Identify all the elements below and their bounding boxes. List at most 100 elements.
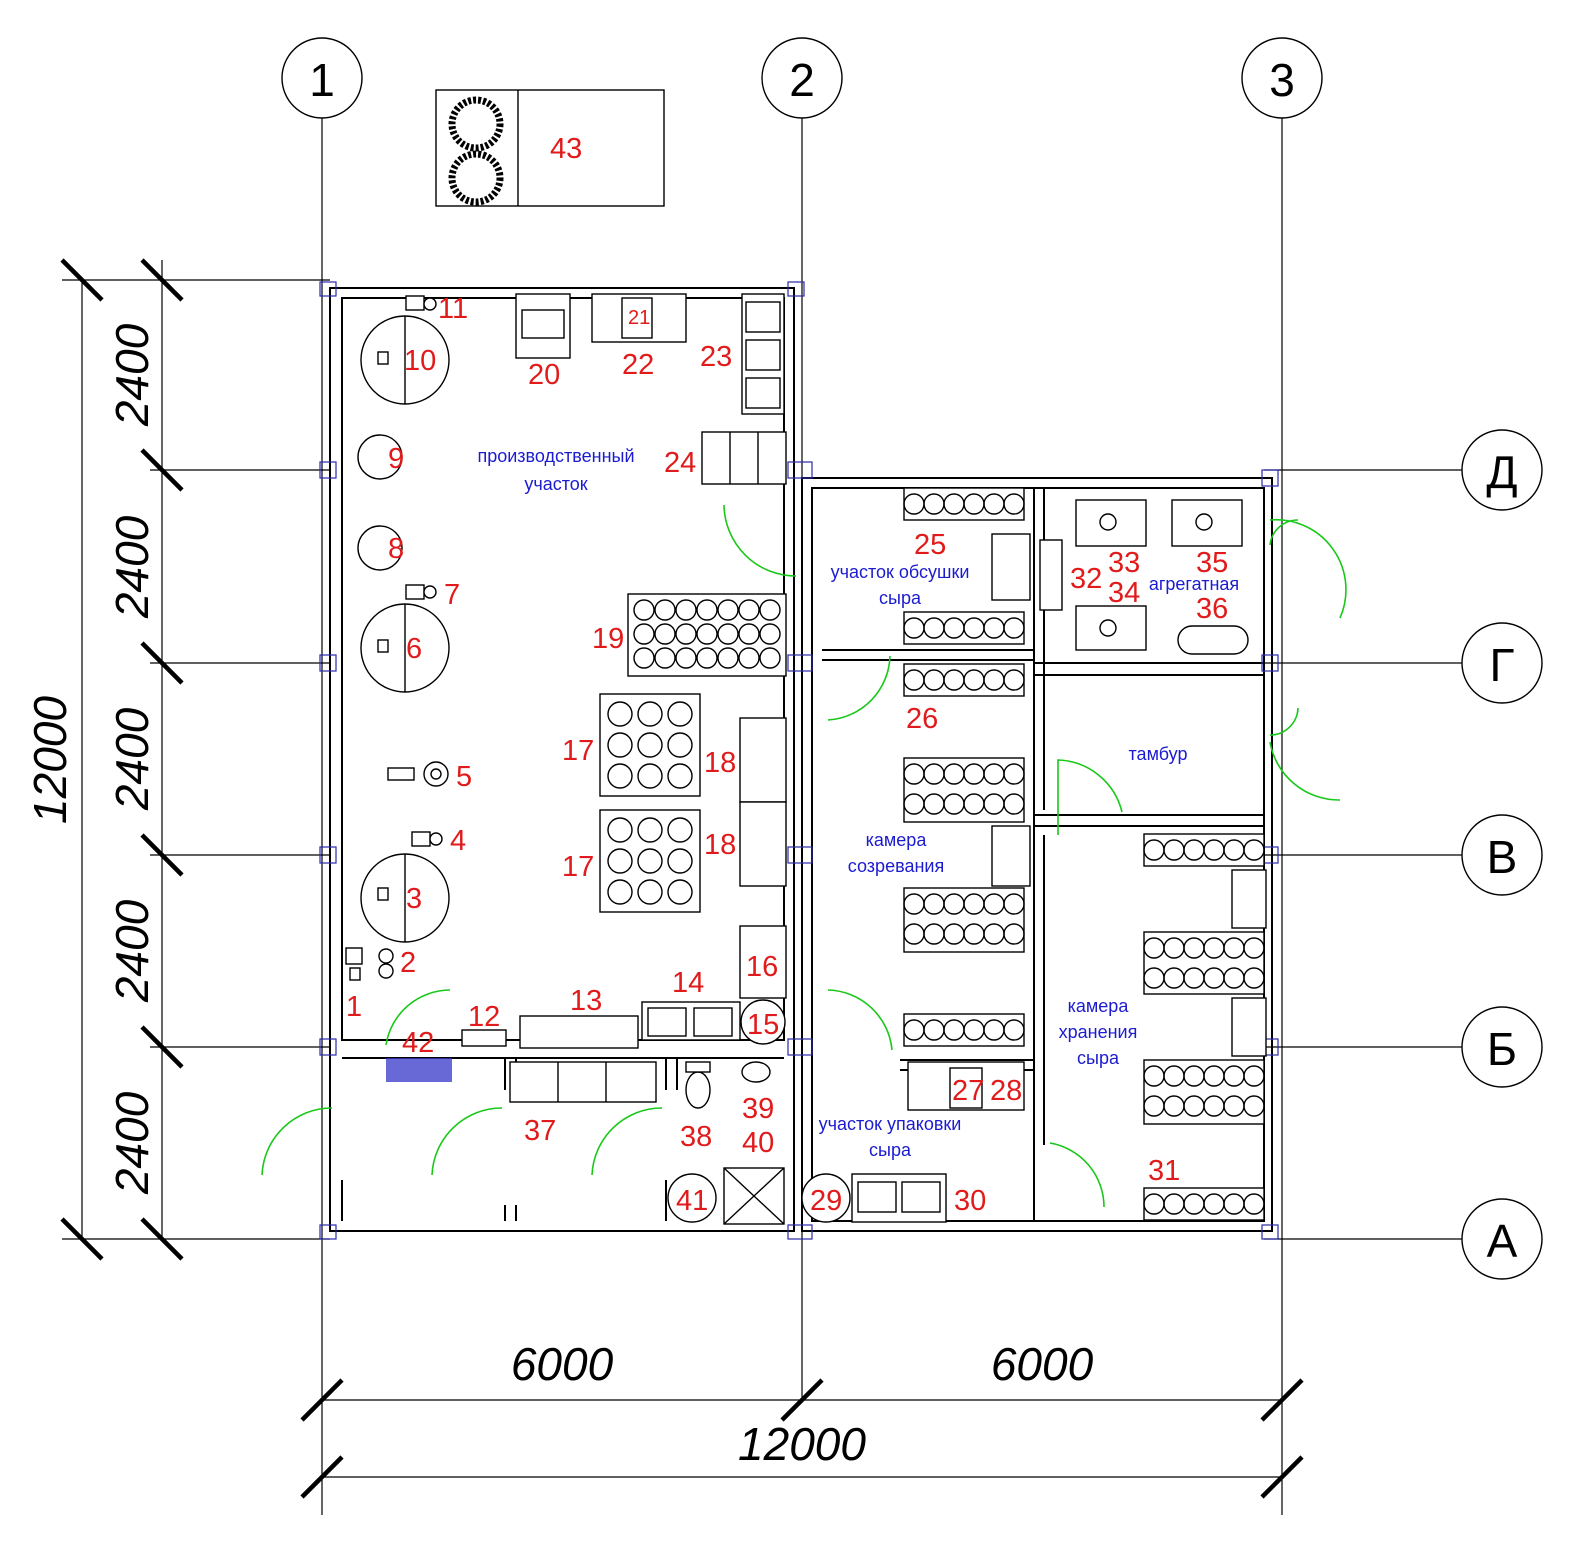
cheese-wheel xyxy=(1003,793,1025,815)
room-label-packing-2: сыра xyxy=(869,1140,912,1160)
eq-label-33: 33 xyxy=(1108,547,1140,579)
room-label-ripening-2: созревания xyxy=(848,856,944,876)
axis-label-row-v: В xyxy=(1487,831,1518,883)
room-label-storage-1: камера xyxy=(1068,996,1130,1016)
cheese-wheel xyxy=(607,701,633,727)
cheese-wheel xyxy=(1243,839,1265,861)
eq-label-35: 35 xyxy=(1196,547,1228,579)
eq-label-32: 32 xyxy=(1070,563,1102,595)
cheese-wheel xyxy=(607,848,633,874)
cheese-wheel xyxy=(738,647,760,669)
axis-label-row-g: Г xyxy=(1490,639,1515,691)
cheese-wheel xyxy=(654,599,676,621)
eq-label-2: 2 xyxy=(400,947,416,979)
cheese-wheel xyxy=(633,599,655,621)
eq-label-21: 21 xyxy=(628,307,650,329)
eq-label-3: 3 xyxy=(406,883,422,915)
room-label-drying-1: участок обсушки xyxy=(831,562,970,582)
axis-label-col-1: 1 xyxy=(309,54,335,106)
axis-label-col-3: 3 xyxy=(1269,54,1295,106)
cheese-wheel xyxy=(667,732,693,758)
cheese-wheel xyxy=(1243,1065,1265,1087)
cheese-wheel xyxy=(1003,617,1025,639)
eq-label-28: 28 xyxy=(990,1075,1022,1107)
cheese-wheel xyxy=(1003,923,1025,945)
cheese-wheel xyxy=(1003,1019,1025,1041)
eq-label-10: 10 xyxy=(404,345,436,377)
cheese-wheels xyxy=(607,493,1265,1215)
eq-label-11: 11 xyxy=(438,293,468,325)
eq-label-17a: 17 xyxy=(562,735,594,767)
cheese-wheel xyxy=(717,623,739,645)
eq-label-37: 37 xyxy=(524,1115,556,1147)
equipment xyxy=(345,89,1267,1225)
eq-label-29: 29 xyxy=(810,1185,842,1217)
room-labels: производственный участок участок обсушки… xyxy=(477,446,1239,1160)
cheese-wheel xyxy=(738,599,760,621)
axis-label-row-b: Б xyxy=(1487,1023,1517,1075)
cheese-wheel xyxy=(696,599,718,621)
cheese-wheel xyxy=(667,763,693,789)
cheese-wheel xyxy=(1243,1095,1265,1117)
cheese-wheel xyxy=(1243,937,1265,959)
eq-label-16: 16 xyxy=(746,951,778,983)
cheese-wheel xyxy=(759,623,781,645)
eq-label-30: 30 xyxy=(954,1185,986,1217)
eq-label-40: 40 xyxy=(742,1127,774,1159)
cheese-wheel xyxy=(1003,669,1025,691)
cheese-wheel xyxy=(667,817,693,843)
cheese-wheel xyxy=(675,599,697,621)
eq-label-39: 39 xyxy=(742,1093,774,1125)
cheese-wheel xyxy=(654,623,676,645)
room-label-packing-1: участок упаковки xyxy=(819,1114,962,1134)
cheese-wheel xyxy=(1243,1193,1265,1215)
eq-label-20: 20 xyxy=(528,359,560,391)
eq-label-22: 22 xyxy=(622,349,654,381)
cheese-wheel xyxy=(667,701,693,727)
cheese-wheel xyxy=(667,848,693,874)
eq-label-18b: 18 xyxy=(704,829,736,861)
cheese-wheel xyxy=(607,763,633,789)
room-label-drying-2: сыра xyxy=(879,588,922,608)
axis-label-row-a: А xyxy=(1487,1215,1518,1267)
eq-label-19: 19 xyxy=(592,623,624,655)
eq-label-25: 25 xyxy=(914,529,946,561)
cheese-wheel xyxy=(637,848,663,874)
cheese-wheel xyxy=(738,623,760,645)
axis-grid xyxy=(62,118,1462,1515)
room-label-production-1: производственный xyxy=(477,446,634,466)
dim-bottom-total: 12000 xyxy=(738,1418,866,1470)
eq-label-15: 15 xyxy=(747,1009,779,1041)
eq-label-41: 41 xyxy=(676,1185,708,1217)
dim-left-4: 2400 xyxy=(106,899,158,1003)
cheese-wheel xyxy=(637,763,663,789)
cheese-wheel xyxy=(637,732,663,758)
cheese-wheel xyxy=(759,647,781,669)
eq-label-23: 23 xyxy=(700,341,732,373)
eq-label-9: 9 xyxy=(388,443,404,475)
dimension-ticks xyxy=(60,258,1304,1499)
room-label-machine: агрегатная xyxy=(1149,574,1239,594)
cheese-wheel xyxy=(637,701,663,727)
eq-label-43: 43 xyxy=(550,133,582,165)
cheese-wheel xyxy=(675,623,697,645)
eq-label-1: 1 xyxy=(346,991,362,1023)
cheese-wheel xyxy=(717,599,739,621)
cheese-wheel xyxy=(1003,763,1025,785)
eq-label-8: 8 xyxy=(388,533,404,565)
room-label-vestibule: тамбур xyxy=(1129,744,1188,764)
cheese-wheel xyxy=(1243,967,1265,989)
cheese-wheel xyxy=(759,599,781,621)
dim-bottom-2: 6000 xyxy=(991,1338,1094,1390)
door-swings xyxy=(261,504,1347,1208)
cheese-wheel xyxy=(667,879,693,905)
eq-label-24: 24 xyxy=(664,447,696,479)
axis-bubbles xyxy=(281,37,1543,1280)
eq-label-34: 34 xyxy=(1108,577,1140,609)
eq-label-6: 6 xyxy=(406,633,422,665)
cheese-wheel xyxy=(654,647,676,669)
cheese-wheel xyxy=(633,623,655,645)
eq-label-17b: 17 xyxy=(562,851,594,883)
cheese-wheel xyxy=(1003,893,1025,915)
